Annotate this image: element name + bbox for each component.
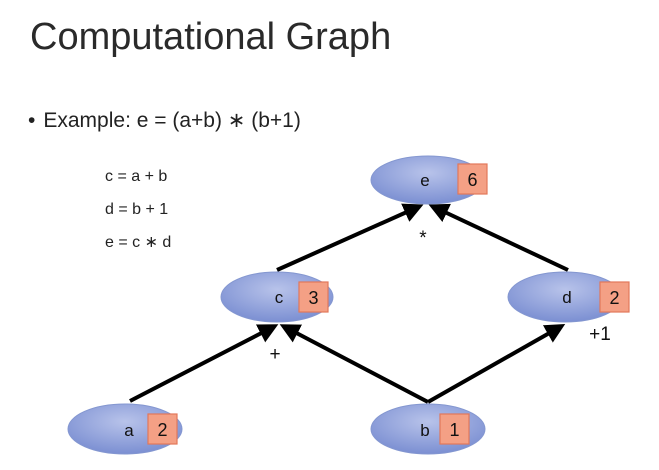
node-b-value-box — [439, 413, 470, 445]
node-a-label: a — [124, 421, 134, 440]
node-d-value-box — [599, 281, 630, 313]
edge-b-to-c — [279, 324, 429, 404]
equation-e: e = c ∗ d — [105, 234, 172, 251]
edge-b-to-d — [427, 324, 566, 404]
node-e-value: 6 — [467, 170, 477, 190]
equation-list: c = a + b d = b + 1 e = c ∗ d — [105, 160, 171, 259]
node-e: e 6 — [370, 155, 488, 205]
op-multiply-label: * — [419, 228, 427, 249]
equation-d: d = b + 1 — [105, 201, 169, 218]
node-b-value: 1 — [449, 420, 459, 440]
node-a: a 2 — [67, 403, 183, 455]
op-add-label: + — [269, 344, 280, 365]
edge-c-to-e — [276, 203, 424, 272]
equation-c: c = a + b — [105, 168, 168, 185]
node-c-label: c — [275, 288, 284, 307]
node-d: d 2 — [507, 271, 630, 323]
node-b-label: b — [420, 421, 429, 440]
example-bullet: • Example: e = (a+b) ∗ (b+1) — [28, 108, 301, 133]
node-e-value-box — [457, 163, 488, 195]
node-d-value: 2 — [609, 288, 619, 308]
op-plus-one-label: +1 — [589, 324, 611, 345]
node-a-value-box — [147, 413, 178, 445]
node-e-label: e — [420, 171, 429, 190]
node-d-label: d — [562, 288, 571, 307]
node-c: c 3 — [220, 271, 334, 323]
node-a-value: 2 — [157, 420, 167, 440]
slide-title: Computational Graph — [30, 16, 392, 58]
node-c-value-box — [298, 281, 329, 313]
edge-d-to-e — [428, 203, 569, 272]
bullet-symbol: • — [28, 109, 36, 132]
node-b: b 1 — [370, 403, 486, 455]
edge-a-to-c — [129, 324, 279, 403]
example-text: Example: e = (a+b) ∗ (b+1) — [43, 109, 301, 132]
node-c-value: 3 — [308, 288, 318, 308]
